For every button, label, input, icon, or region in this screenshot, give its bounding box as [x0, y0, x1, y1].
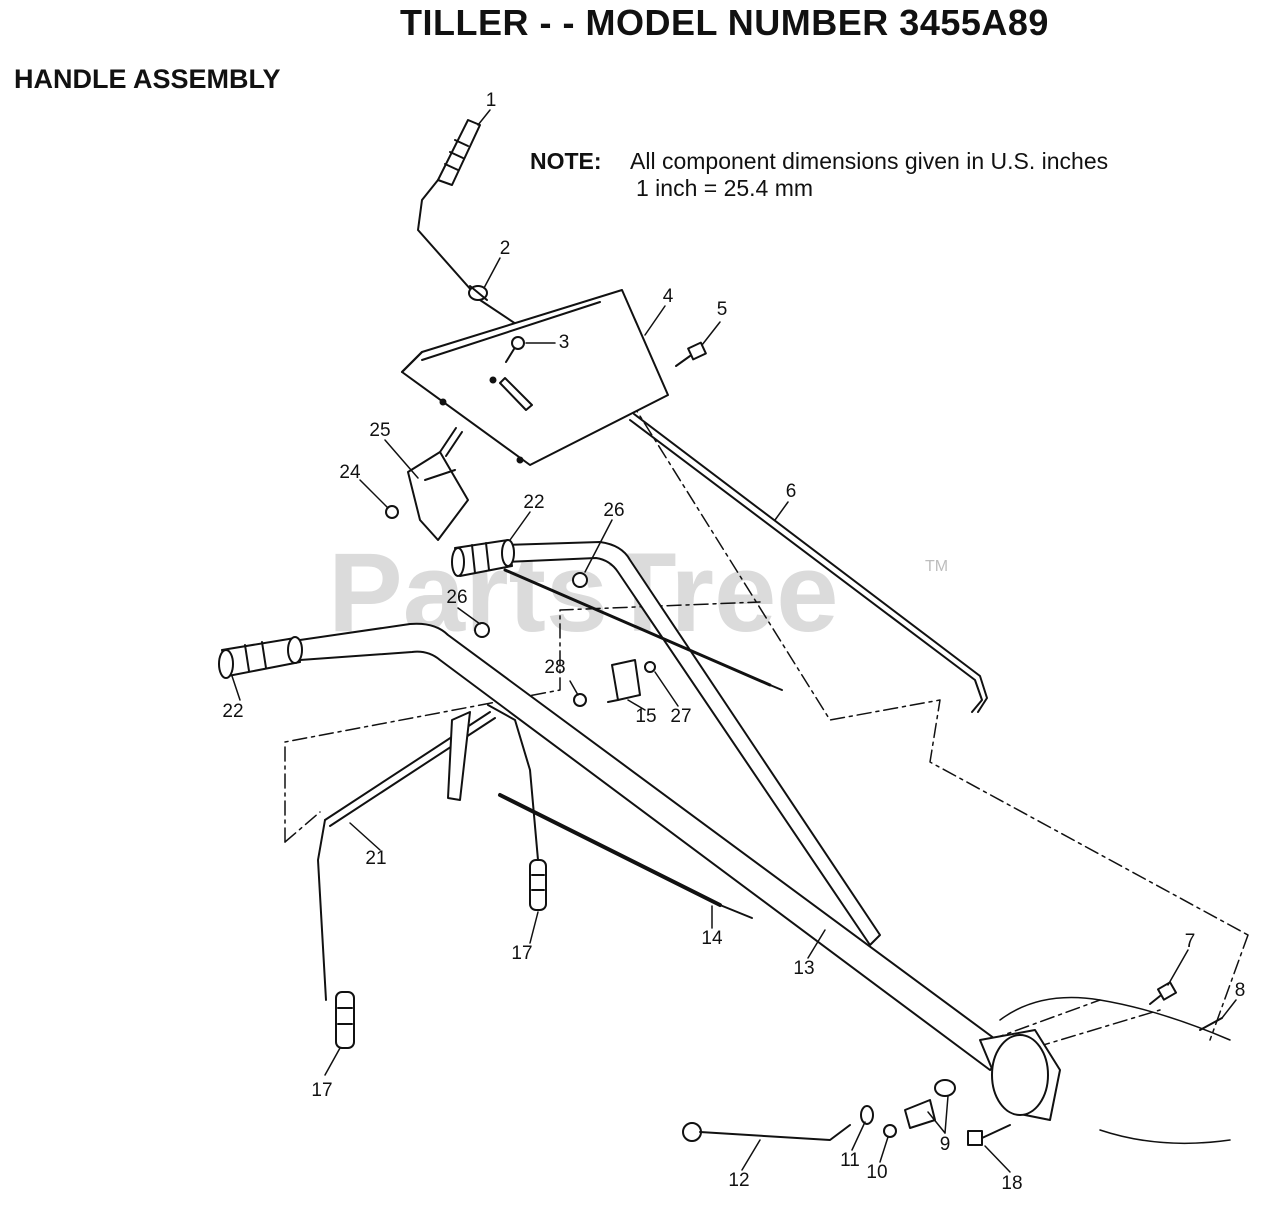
reference-lines — [284, 399, 1249, 1056]
callout-9: 9 — [939, 1134, 951, 1155]
callout-8: 8 — [1234, 980, 1246, 1001]
upper-handle-bar — [504, 541, 881, 946]
dimension-note: NOTE: All component dimensions given in U… — [530, 148, 1108, 202]
assembly-subtitle: HANDLE ASSEMBLY — [14, 64, 281, 94]
housing-pin — [1199, 1017, 1223, 1031]
callout-26-upper: 26 — [603, 500, 625, 521]
bracket-washer — [644, 661, 656, 673]
upper-handle-grip — [451, 539, 515, 577]
callout-17-right: 17 — [511, 943, 533, 964]
shift-rod-grip — [437, 119, 481, 186]
control-lever-assembly — [317, 704, 539, 1001]
shift-plate — [401, 289, 669, 466]
callout-11: 11 — [840, 1150, 860, 1171]
callout-18: 18 — [1001, 1173, 1023, 1194]
callout-1: 1 — [485, 90, 497, 111]
handle-nut-upper — [572, 572, 588, 588]
depth-bar — [682, 1122, 851, 1142]
lower-handle-grip — [218, 636, 303, 679]
callout-26-lower: 26 — [446, 587, 468, 608]
lock-nut — [883, 1124, 897, 1138]
housing-bolt — [1149, 981, 1178, 1005]
callout-leader-lines — [231, 109, 1237, 1173]
diagram-title: TILLER - - MODEL NUMBER 3455A89 — [400, 2, 1049, 43]
plate-bolt — [675, 341, 707, 367]
callout-15: 15 — [635, 706, 657, 727]
note-line-2: 1 inch = 25.4 mm — [636, 175, 814, 201]
callout-12: 12 — [728, 1170, 750, 1191]
note-line-1: All component dimensions given in U.S. i… — [630, 148, 1109, 174]
upper-control-cable — [503, 568, 783, 691]
callout-17-left: 17 — [311, 1080, 333, 1101]
lever-grip-left — [335, 991, 355, 1049]
lever-grip-right — [529, 859, 547, 911]
base-bolt — [967, 1124, 1011, 1146]
flat-washer — [860, 1105, 874, 1125]
callout-27: 27 — [670, 706, 692, 727]
callout-22-upper: 22 — [523, 492, 545, 513]
control-bracket — [407, 427, 469, 541]
callout-6: 6 — [785, 481, 797, 502]
note-label: NOTE: — [530, 148, 602, 174]
lower-control-cable — [498, 793, 753, 919]
bracket-hex-nut — [573, 693, 587, 707]
handle-base-bracket — [979, 1029, 1061, 1121]
callout-10: 10 — [866, 1162, 888, 1183]
handle-nut-lower — [474, 622, 490, 638]
callout-3: 3 — [558, 332, 570, 353]
tiller-housing-outline — [999, 996, 1231, 1145]
plate-screw — [505, 336, 525, 363]
callout-13: 13 — [793, 958, 815, 979]
callout-28: 28 — [544, 657, 566, 678]
callout-4: 4 — [662, 286, 674, 307]
bracket-nut — [385, 505, 399, 519]
callout-5: 5 — [716, 299, 728, 320]
callout-2: 2 — [499, 238, 511, 259]
callout-7: 7 — [1184, 931, 1196, 952]
trademark-mark: TM — [925, 558, 949, 575]
lower-handle-bar — [299, 622, 1011, 1071]
callout-25: 25 — [369, 420, 391, 441]
callout-24: 24 — [339, 462, 361, 483]
callout-21: 21 — [365, 848, 387, 869]
long-shift-rod — [629, 413, 988, 713]
rod-clip — [468, 285, 488, 301]
callout-22-lower: 22 — [222, 701, 244, 722]
callout-14: 14 — [701, 928, 723, 949]
cable-bracket — [607, 659, 641, 703]
